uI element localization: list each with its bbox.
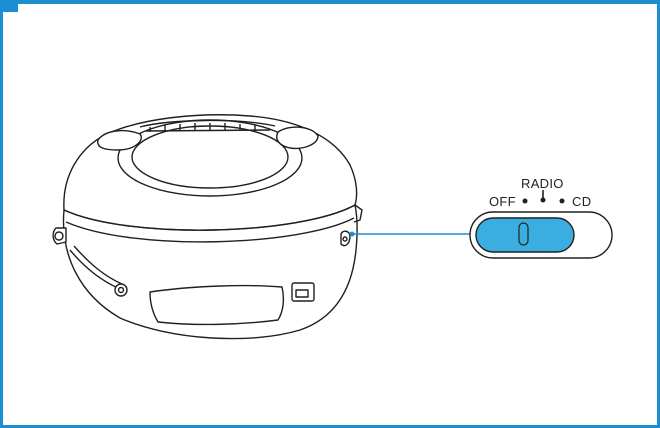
switch-label-radio: RADIO (521, 176, 564, 191)
switch-label-off: OFF (489, 194, 516, 209)
switch-label-cd: CD (572, 194, 592, 209)
switch-position-dot-off (522, 198, 528, 204)
frame-corner-tab (0, 0, 18, 12)
mode-switch-icon (469, 190, 613, 259)
boombox-device-icon (52, 114, 363, 340)
callout-dot (349, 231, 355, 237)
switch-position-dot-cd (559, 198, 565, 204)
frame-top-bar (0, 0, 660, 3)
switch-grip (518, 222, 529, 246)
